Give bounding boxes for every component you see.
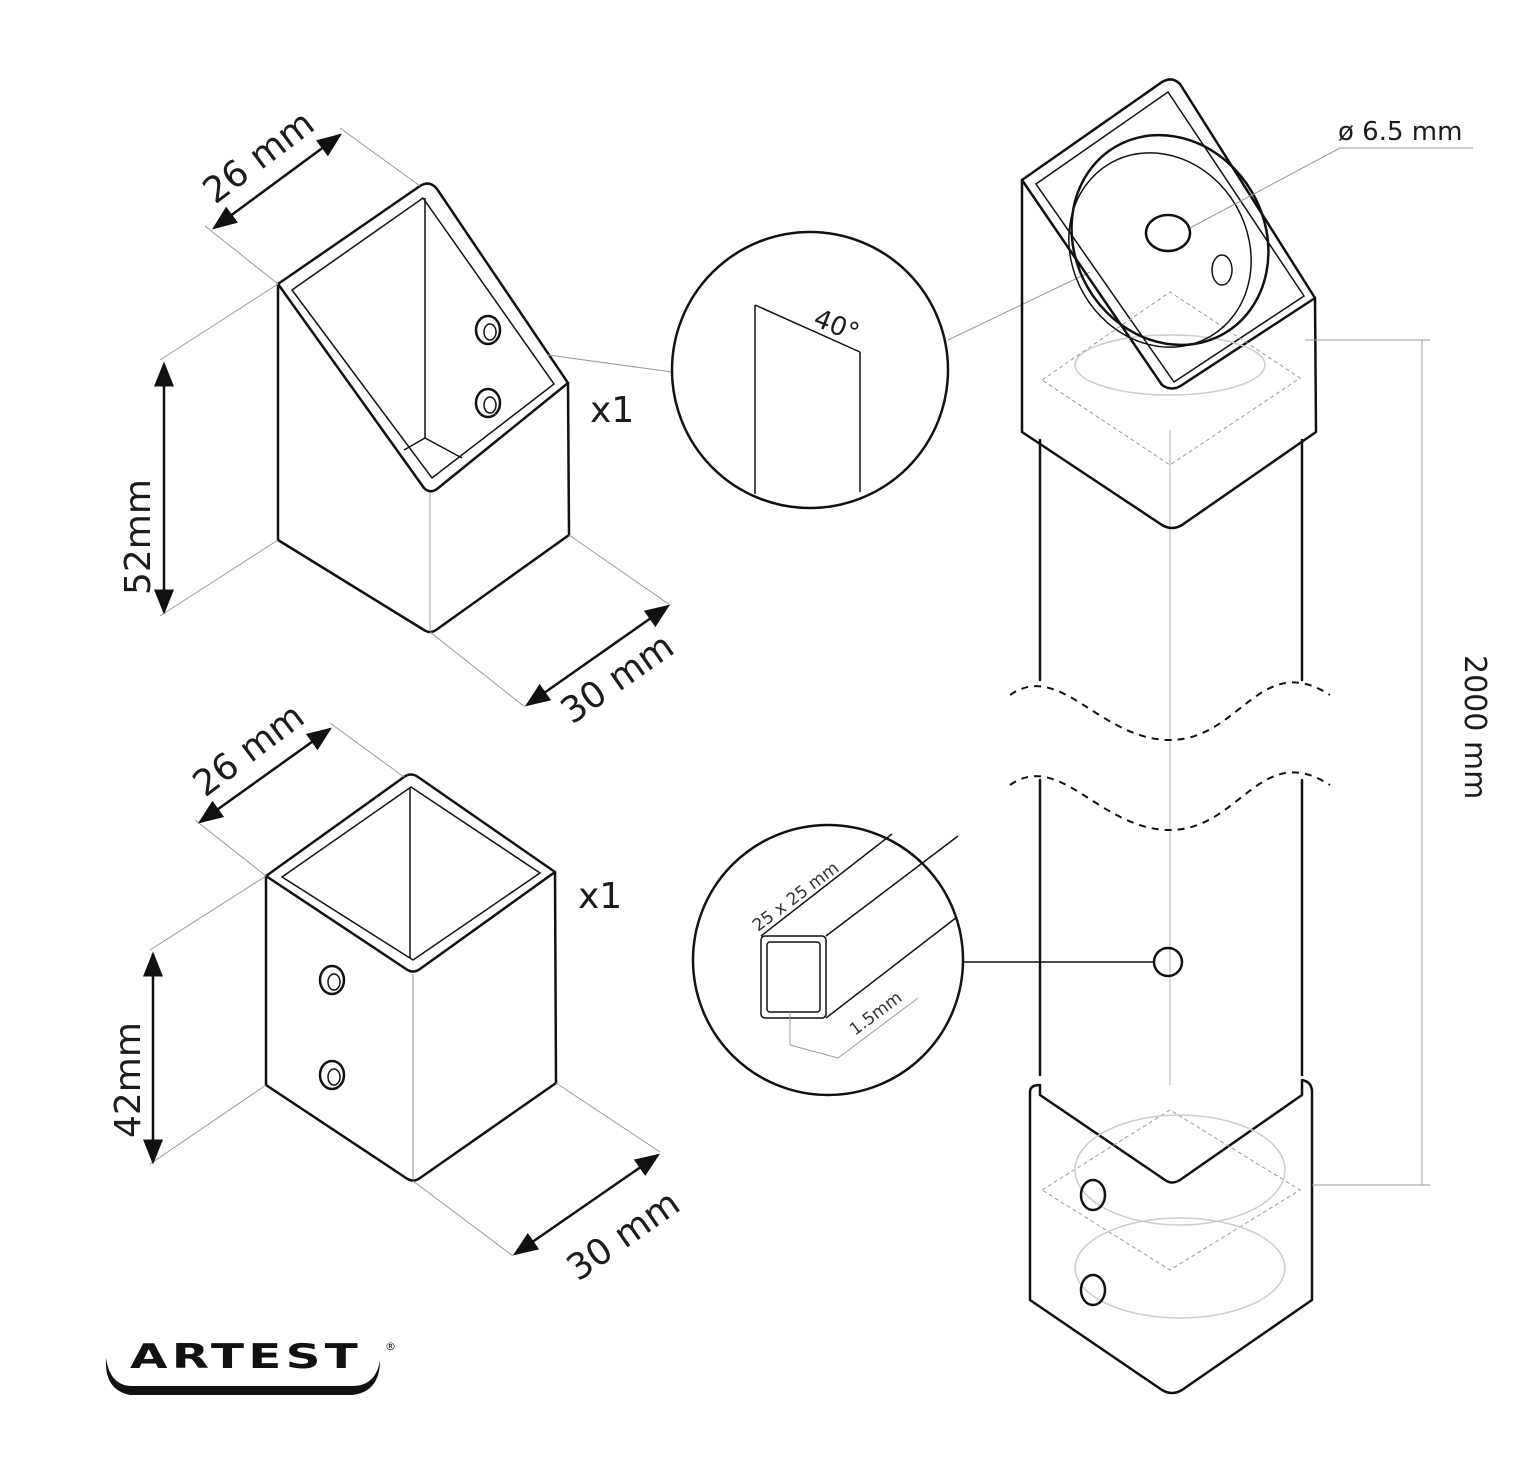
height-label: 52mm <box>118 479 159 595</box>
screw-hole <box>474 387 502 419</box>
tube-size-label: 25 x 25 mm <box>749 858 843 936</box>
height-label: 42mm <box>108 1022 149 1138</box>
post-assembly <box>1009 78 1331 1395</box>
quantity-label: x1 <box>590 390 634 431</box>
mounting-hole <box>1144 213 1192 253</box>
registered-mark: ® <box>385 1340 396 1353</box>
straight-bracket <box>264 773 558 1182</box>
angle-detail-callout: 40° <box>670 230 950 510</box>
angled-bracket <box>276 182 571 634</box>
depth-dimension-arrow <box>512 1153 661 1256</box>
width-dimension-arrow <box>211 133 343 230</box>
washer-disc <box>1070 133 1270 347</box>
screw-hole <box>318 964 346 996</box>
hole-diameter-label: ø 6.5 mm <box>1338 117 1462 147</box>
cutaway-point <box>1152 946 1184 978</box>
depth-label: 30 mm <box>560 1183 688 1290</box>
logo-wordmark: ARTEST <box>130 1337 362 1377</box>
tube-detail-callout: 25 x 25 mm 1.5mm <box>691 823 965 1097</box>
screw-hole <box>318 1059 346 1091</box>
quantity-label: x1 <box>578 876 622 917</box>
width-label: 26 mm <box>186 696 312 805</box>
artest-logo: ARTEST ® <box>105 1337 396 1395</box>
length-label: 2000 mm <box>1457 655 1492 799</box>
depth-dimension-arrow <box>524 604 671 707</box>
width-dimension-arrow <box>197 727 333 824</box>
screw-hole <box>474 314 502 346</box>
angle-label: 40° <box>809 304 863 349</box>
